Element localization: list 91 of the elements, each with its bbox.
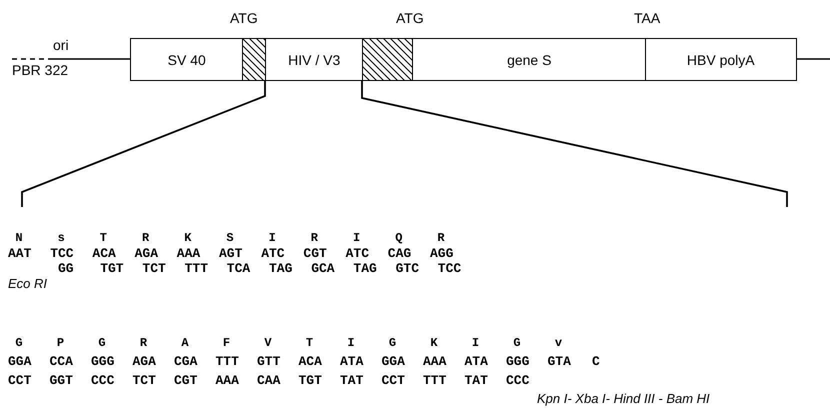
segment-label: gene S [507,52,552,68]
codon: TCC [50,247,74,260]
segment-label: HIV / V3 [288,52,340,68]
amino-acid-letter: T [306,337,314,349]
amino-acid-letter: I [347,337,355,349]
hatched-segment [362,38,414,81]
codon: AAA [176,247,200,260]
codon: AAA [423,355,446,368]
codon: GG [58,262,74,275]
codon: CCT [8,374,32,387]
codon: TTT [184,262,208,275]
gene-segment-box [265,38,364,81]
codon: ATC [346,247,369,260]
origin-label: ori [53,38,69,52]
codon: CAA [257,374,280,387]
amino-acid-letter: R [142,232,150,244]
gene-segment-box [412,38,646,81]
codon: AGA [134,247,158,260]
amino-acid-letter: K [184,232,192,244]
codon: ATA [464,355,488,368]
amino-acid-letter: G [98,337,106,349]
codon: AGT [219,247,242,260]
codon: CCA [50,355,73,368]
segment-label: HBV polyA [686,52,755,68]
codon: GCA [311,262,335,275]
amino-acid-letter: I [472,337,480,349]
codon: GGA [382,355,405,368]
amino-acid-letter: A [181,337,189,349]
amino-acid-letter: V [264,337,272,349]
codon: TCT [132,374,156,387]
amino-acid-letter: N [15,232,23,244]
codon: C [592,355,600,368]
codon: TAT [340,374,364,387]
codon: TAT [464,374,488,387]
codon: TGT [100,262,124,275]
codon: CGT [174,374,198,387]
codon: TTT [423,374,446,387]
plasmid-label: PBR 322 [12,63,68,77]
amino-acid-letter: G [513,337,521,349]
amino-acid-letter: P [56,337,64,349]
codon: GTT [257,355,280,368]
codon: TGT [298,374,322,387]
codon: AGG [430,247,454,260]
codon: ACA [92,247,116,260]
codon: TAG [269,262,292,275]
codon: GGA [8,355,32,368]
stop-codon-label: TAA [634,11,660,25]
codon: AAA [216,374,239,387]
amino-acid-letter: R [310,232,318,244]
amino-acid-letter: R [140,337,148,349]
gene-segment-box [645,38,796,81]
amino-acid-letter: R [437,232,445,244]
segment-label: SV 40 [168,52,206,68]
start-codon-label: ATG [230,11,258,25]
amino-acid-letter: v [554,337,562,349]
codon: GGT [50,374,73,387]
amino-acid-letter: K [430,337,438,349]
codon: TAG [353,262,377,275]
codon: TCA [226,262,250,275]
codon: CCC [506,374,530,387]
codon: GGG [506,355,530,368]
amino-acid-letter: S [226,232,234,244]
codon: ATC [261,247,285,260]
codon: CCC [91,374,114,387]
amino-acid-letter: Q [395,232,402,244]
gene-segment-box [130,38,244,81]
amino-acid-letter: I [268,232,276,244]
restriction-site-label: Eco RI [8,277,48,290]
codon: ACA [298,355,322,368]
restriction-site-label: Kpn I- Xba I- Hind III - Bam HI [537,392,710,405]
hatched-segment [242,38,266,81]
codon: TCT [142,262,166,275]
codon: ATA [340,355,364,368]
codon: AGA [132,355,156,368]
amino-acid-letter: T [100,232,107,244]
codon: GTA [548,355,571,368]
amino-acid-letter: G [15,337,23,349]
amino-acid-letter: F [222,337,230,349]
amino-acid-letter: s [58,232,65,244]
codon: CGA [174,355,198,368]
start-codon-label: ATG [396,11,424,25]
codon: CGT [303,247,327,260]
codon: GGG [91,355,114,368]
codon: CCT [382,374,405,387]
codon: GTC [396,262,419,275]
amino-acid-letter: G [388,337,396,349]
codon: AAT [8,247,32,260]
codon: TTT [216,355,239,368]
codon: TCC [438,262,462,275]
codon: CAG [388,247,412,260]
amino-acid-letter: I [353,232,360,244]
